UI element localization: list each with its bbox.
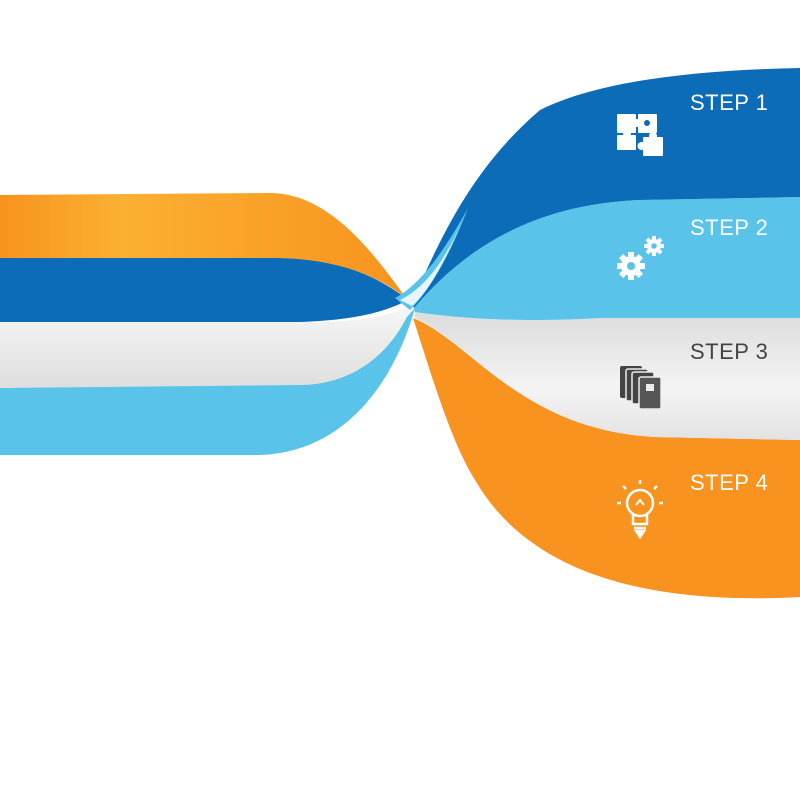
right-band-lightblue bbox=[414, 197, 800, 320]
step-1-label: STEP 1 bbox=[690, 90, 768, 115]
step-3: STEP 3 bbox=[620, 339, 768, 410]
left-band-blue bbox=[0, 258, 408, 322]
step-2-label: STEP 2 bbox=[690, 215, 768, 240]
step-4: STEP 4 bbox=[617, 470, 768, 540]
lightbulb-icon bbox=[617, 480, 663, 540]
step-2: STEP 2 bbox=[617, 215, 768, 280]
gears-icon bbox=[617, 236, 664, 280]
right-band-blue bbox=[412, 68, 800, 308]
right-band-gray bbox=[415, 312, 800, 440]
left-band-orange bbox=[0, 193, 406, 298]
twist-white-strand bbox=[400, 222, 462, 306]
step-3-label: STEP 3 bbox=[690, 339, 768, 364]
puzzle-icon bbox=[617, 114, 663, 156]
step-4-label: STEP 4 bbox=[690, 470, 768, 495]
right-band-orange bbox=[413, 318, 800, 599]
left-band-gray bbox=[0, 305, 412, 388]
documents-icon bbox=[620, 366, 662, 410]
left-band-lightblue bbox=[0, 308, 415, 455]
step-1: STEP 1 bbox=[617, 90, 768, 156]
